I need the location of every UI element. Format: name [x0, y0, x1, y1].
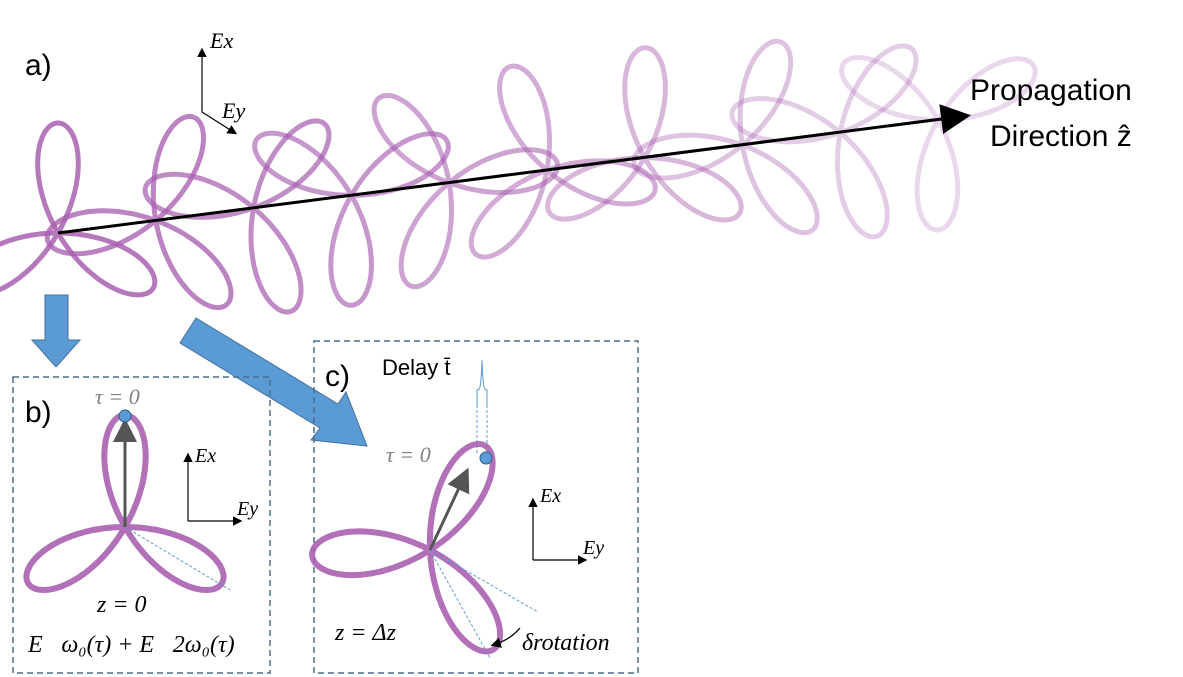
axes-b: Ex Ey	[183, 445, 258, 526]
axis-c-ey: Ey	[582, 537, 604, 559]
start-dot-b	[118, 409, 132, 423]
arrow-to-c-icon	[179, 317, 368, 447]
panel-c-z: z = Δz	[334, 620, 397, 646]
trefoil-series	[0, 38, 1038, 315]
panel-a-letter: a)	[25, 49, 52, 82]
propagation-label-line2: Direction ẑ	[990, 120, 1132, 153]
start-dot-c	[479, 451, 493, 465]
series-trefoil-3	[142, 118, 332, 315]
series-trefoil-1	[0, 120, 158, 298]
rotation-arrow-icon	[490, 627, 521, 648]
panel-b-tau: τ = 0	[95, 384, 140, 409]
propagation-arrow	[57, 104, 971, 235]
panel-c-tau: τ = 0	[386, 442, 431, 467]
arrow-to-b-icon	[30, 294, 82, 368]
panel-b-z: z = 0	[96, 592, 147, 618]
panel-b-letter: b)	[25, 396, 52, 429]
axes-a: Ex Ey	[197, 28, 245, 135]
series-trefoil-7	[545, 45, 744, 223]
axis-a-ey: Ey	[221, 98, 245, 123]
series-trefoil-5	[371, 93, 561, 290]
panel-c-rotation: δrotation	[522, 630, 610, 656]
rotation-guide-b	[124, 526, 231, 591]
rotation-guide-c2	[429, 549, 539, 613]
panel-b-field: E⃗ω₀(τ) + E⃗2ω₀(τ)	[27, 632, 235, 658]
field-vector-c	[428, 467, 470, 551]
rotation-guide-c1	[429, 549, 491, 659]
panel-b-box	[12, 376, 271, 674]
axis-b-ey: Ey	[236, 498, 258, 520]
axis-a-ex: Ex	[209, 28, 233, 53]
series-trefoil-6	[468, 63, 658, 260]
panel-c-letter: c)	[325, 360, 350, 393]
propagation-label-line1: Propagation	[970, 74, 1132, 107]
panel-c-delay: Delay t̄	[382, 355, 450, 380]
axis-b-ex: Ex	[194, 445, 216, 467]
axis-c-ex: Ex	[539, 485, 561, 507]
axes-c: Ex Ey	[528, 485, 604, 565]
delay-pulse-icon	[476, 359, 488, 455]
panel-c-box	[313, 340, 639, 674]
